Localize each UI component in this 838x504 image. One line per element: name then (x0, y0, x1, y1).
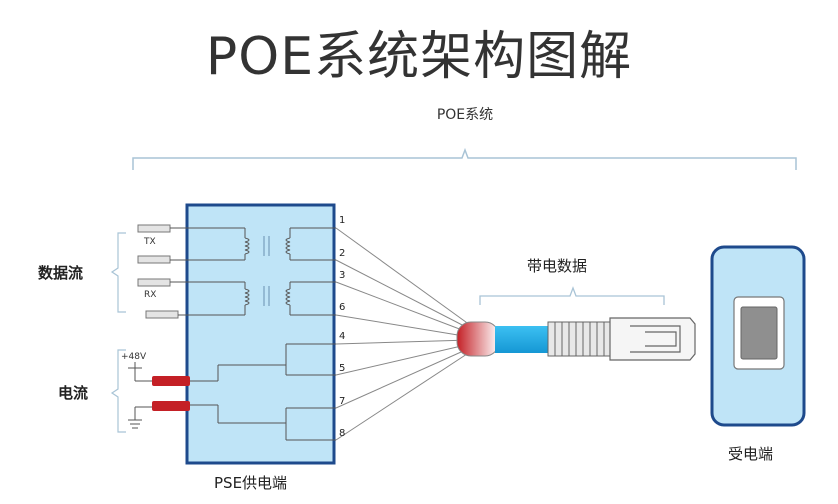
pse-box (185, 203, 336, 465)
pin-label-7: 7 (339, 396, 346, 407)
data-flow-label: 数据流 (38, 264, 84, 282)
cable-label: 带电数据 (527, 257, 588, 275)
tx-resistor-top (137, 224, 171, 233)
tx-transformer (244, 236, 291, 256)
pin-label-8: 8 (339, 428, 346, 439)
cable-brace (479, 286, 665, 305)
power-connector-positive (152, 376, 190, 386)
pd-port (740, 306, 778, 360)
rx-resistor-top (137, 278, 171, 287)
pin-label-2: 2 (339, 248, 346, 259)
data-flow-brace (110, 232, 126, 313)
pd-label: 受电端 (728, 445, 774, 463)
system-brace (132, 147, 797, 170)
power-flow-brace (110, 349, 126, 433)
strain-relief (547, 321, 611, 357)
rx-transformer (244, 286, 291, 306)
pin-label-3: 3 (339, 270, 346, 281)
rj45-plug (609, 317, 696, 361)
tx-label: TX (144, 237, 156, 247)
cable-boot (456, 321, 500, 357)
pin-label-5: 5 (339, 363, 346, 374)
rx-label: RX (144, 290, 157, 300)
pin-label-4: 4 (339, 331, 346, 342)
power-circuit (128, 343, 336, 441)
page-title: POE系统架构图解 (205, 27, 633, 87)
tx-resistor-bottom (137, 255, 171, 264)
power-flow-label: 电流 (58, 384, 89, 402)
cable-jacket (495, 326, 550, 353)
system-label: POE系统 (436, 107, 494, 123)
power-connector-negative (152, 401, 190, 411)
pin-label-1: 1 (339, 215, 346, 226)
rx-resistor-bottom (145, 310, 179, 319)
pin-label-6: 6 (339, 302, 346, 313)
pair-wires (335, 227, 471, 441)
voltage-label: +48V (121, 352, 147, 362)
pse-label: PSE供电端 (214, 474, 288, 492)
